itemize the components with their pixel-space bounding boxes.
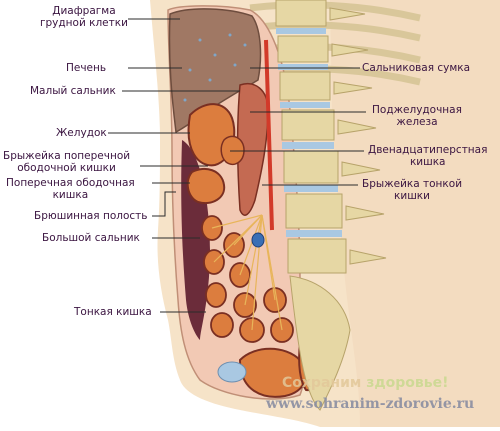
label-duodenum: Двенадцатиперстная кишка <box>368 144 487 168</box>
label-transverse-colon-line1: Поперечная ободочная <box>6 177 135 189</box>
label-pancreas-line1: Поджелудочная <box>372 104 462 116</box>
watermark-slogan: Сохраним здоровье! <box>282 375 449 391</box>
spine <box>275 0 351 411</box>
leader-lines <box>108 18 366 313</box>
watermark-slogan-part2: здоровье! <box>366 375 449 391</box>
pubic-bone <box>217 361 247 383</box>
label-mesentery: Брыжейка тонкой кишки <box>362 178 462 202</box>
label-small-intestine: Тонкая кишка <box>74 306 152 318</box>
label-transverse-mesocolon-line1: Брыжейка поперечной <box>3 150 131 162</box>
label-omental-bursa: Сальниковая сумка <box>362 62 471 74</box>
label-liver: Печень <box>66 62 107 74</box>
label-diaphragm: Диафрагма грудной клетки <box>40 5 128 29</box>
transverse-colon <box>186 167 226 204</box>
label-stomach: Желудок <box>56 127 107 139</box>
spinous-processes <box>329 7 387 265</box>
back-muscles <box>330 0 500 427</box>
duodenum <box>220 135 245 166</box>
label-pancreas-line2: железа <box>396 116 438 128</box>
label-diaphragm-line2: грудной клетки <box>40 17 128 29</box>
label-mesentery-line1: Брыжейка тонкой <box>362 178 463 190</box>
label-duodenum-line1: Двенадцатиперстная <box>368 144 488 156</box>
liver <box>168 8 262 134</box>
label-transverse-mesocolon: Брыжейка поперечной ободочной кишки <box>3 150 130 174</box>
label-diaphragm-line1: Диафрагма <box>52 5 116 17</box>
label-pancreas: Поджелудочная железа <box>372 104 462 128</box>
label-transverse-colon-line2: кишка <box>52 189 89 201</box>
label-lesser-omentum: Малый сальник <box>30 85 116 97</box>
label-mesentery-line2: кишки <box>394 190 430 202</box>
aorta <box>251 232 265 248</box>
label-greater-omentum: Большой сальник <box>42 232 140 244</box>
label-duodenum-line2: кишка <box>409 156 446 168</box>
label-peritoneal-cavity: Брюшинная полость <box>34 210 148 222</box>
label-transverse-colon: Поперечная ободочная кишка <box>6 177 135 201</box>
watermark-slogan-part1: Сохраним <box>282 375 367 391</box>
liver-dots <box>183 33 247 102</box>
leader-peritoneal-cavity <box>152 191 176 217</box>
watermark-url: www.sohranim-zdorovie.ru <box>266 396 475 412</box>
vessel-red <box>264 39 274 231</box>
label-transverse-mesocolon-line2: ободочной кишки <box>17 162 116 174</box>
